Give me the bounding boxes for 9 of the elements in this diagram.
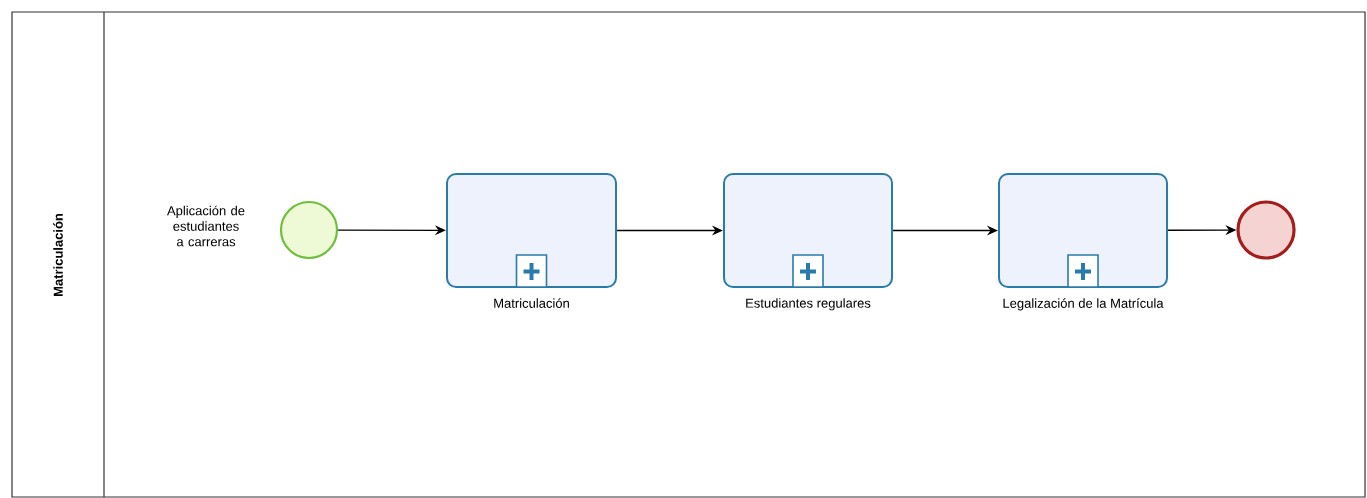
event-label: Aplicación de estudiantes a carreras: [167, 205, 245, 247]
subprocess-box: Estudiantes regulares: [723, 173, 893, 311]
node-label: Matriculación: [494, 298, 569, 308]
start-event-circle: [279, 200, 339, 260]
subprocess-box: Matriculación: [446, 173, 617, 308]
subprocess-box: Legalización de la Matrícula: [998, 173, 1168, 311]
node-label: Estudiantes regulares: [746, 298, 871, 311]
node-label: Legalización de la Matrícula: [1003, 298, 1164, 311]
end-event-circle: [1236, 200, 1296, 260]
